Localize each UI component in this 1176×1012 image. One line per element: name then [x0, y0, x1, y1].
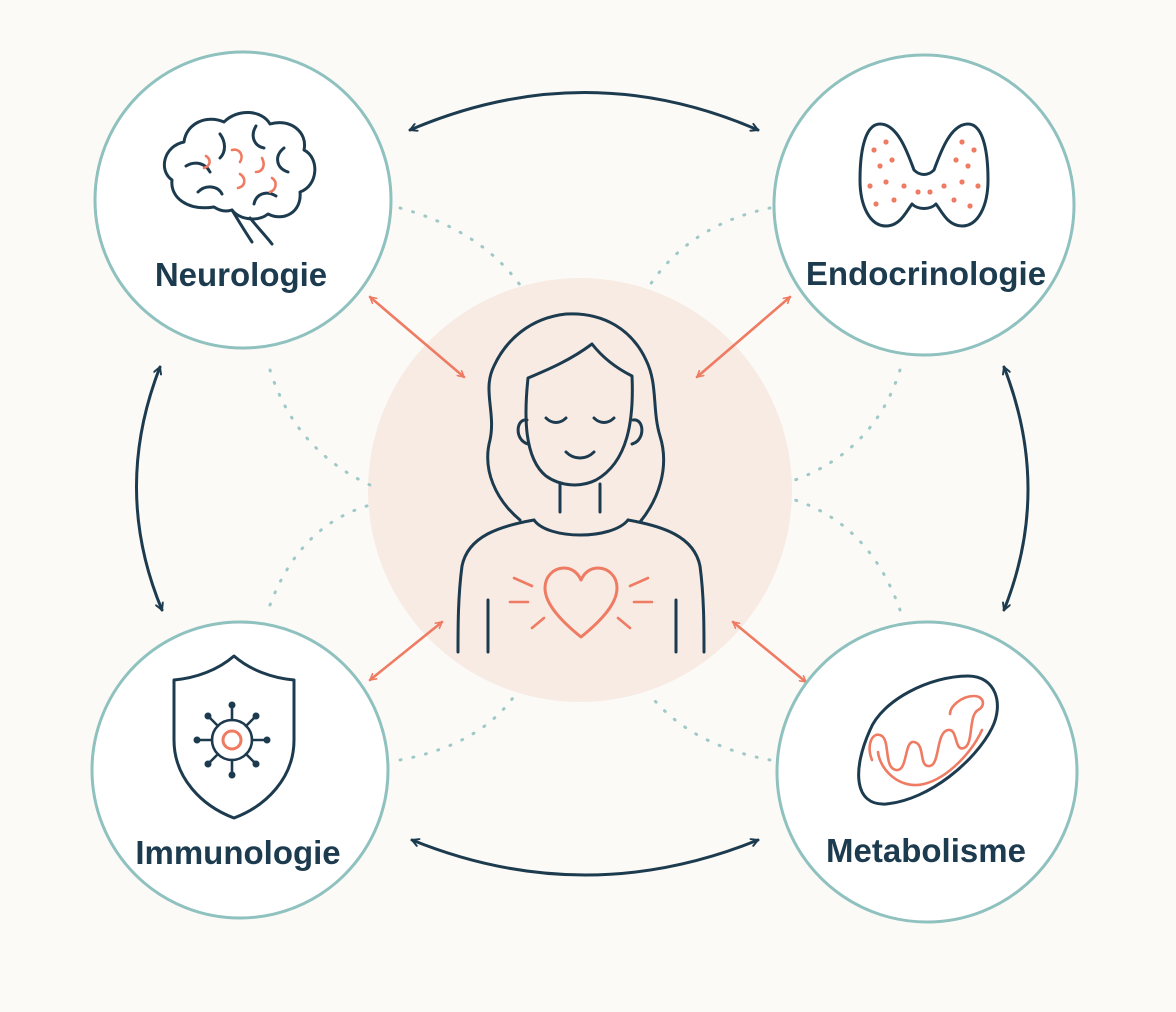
- outer-arrows: [135, 91, 1030, 877]
- mitochondria-icon: [857, 674, 999, 806]
- left-eye: [544, 416, 568, 424]
- right-eye: [592, 416, 616, 424]
- dotted-arc-top-left: [398, 206, 522, 287]
- collar: [532, 518, 630, 537]
- thyroid-dots: [867, 139, 981, 209]
- dotted-arc-left-upper: [268, 368, 372, 487]
- shield-cell-icon: [172, 654, 296, 820]
- node-endocrinologie: Endocrinologie: [772, 53, 1076, 357]
- arrow-immuno-metabo: [410, 840, 760, 877]
- shield-outline: [172, 654, 296, 820]
- mitochondria-outline: [857, 674, 999, 806]
- node-label: Metabolisme: [826, 832, 1026, 869]
- thyroid-icon: [858, 122, 990, 228]
- face-outline: [524, 342, 634, 487]
- center-halo: [368, 278, 792, 702]
- node-label: Immunologie: [135, 834, 340, 871]
- node-metabolisme: Metabolisme: [775, 620, 1079, 924]
- node-circle: [90, 620, 390, 920]
- dotted-arc-bottom-right: [648, 693, 772, 762]
- node-label: Endocrinologie: [806, 255, 1046, 292]
- dotted-connections: [268, 206, 902, 762]
- brain-highlights: [202, 148, 277, 194]
- node-circle: [772, 53, 1076, 357]
- node-neurologie: Neurologie: [93, 50, 393, 350]
- node-immunologie: Immunologie: [90, 620, 390, 920]
- arrow-center-immuno: [368, 620, 444, 682]
- arrow-center-neuro: [368, 295, 466, 379]
- dotted-arc-bottom-left: [398, 693, 517, 762]
- heart-icon: [543, 566, 619, 639]
- arrow-endo-metabo: [1004, 365, 1030, 612]
- dotted-arc-right-lower: [793, 498, 902, 612]
- arrow-neuro-endo: [408, 91, 760, 131]
- node-circle: [775, 620, 1079, 924]
- arrow-center-endo: [695, 295, 792, 379]
- center-arrows: [368, 295, 808, 684]
- heart-rays: [508, 576, 654, 630]
- woman-heart-icon: [456, 312, 706, 654]
- smile: [564, 450, 596, 460]
- arrow-neuro-immuno: [135, 365, 162, 612]
- node-circle: [93, 50, 393, 350]
- torso-outline: [456, 518, 536, 654]
- arrow-center-metabo: [731, 620, 808, 684]
- dotted-arc-top-right: [648, 206, 772, 287]
- dotted-arc-right-upper: [793, 368, 902, 482]
- hair-outline: [486, 312, 665, 524]
- mitochondria-cristae: [868, 694, 985, 772]
- dotted-arc-left-lower: [268, 503, 372, 607]
- node-label: Neurologie: [155, 256, 327, 293]
- brain-icon: [162, 111, 317, 246]
